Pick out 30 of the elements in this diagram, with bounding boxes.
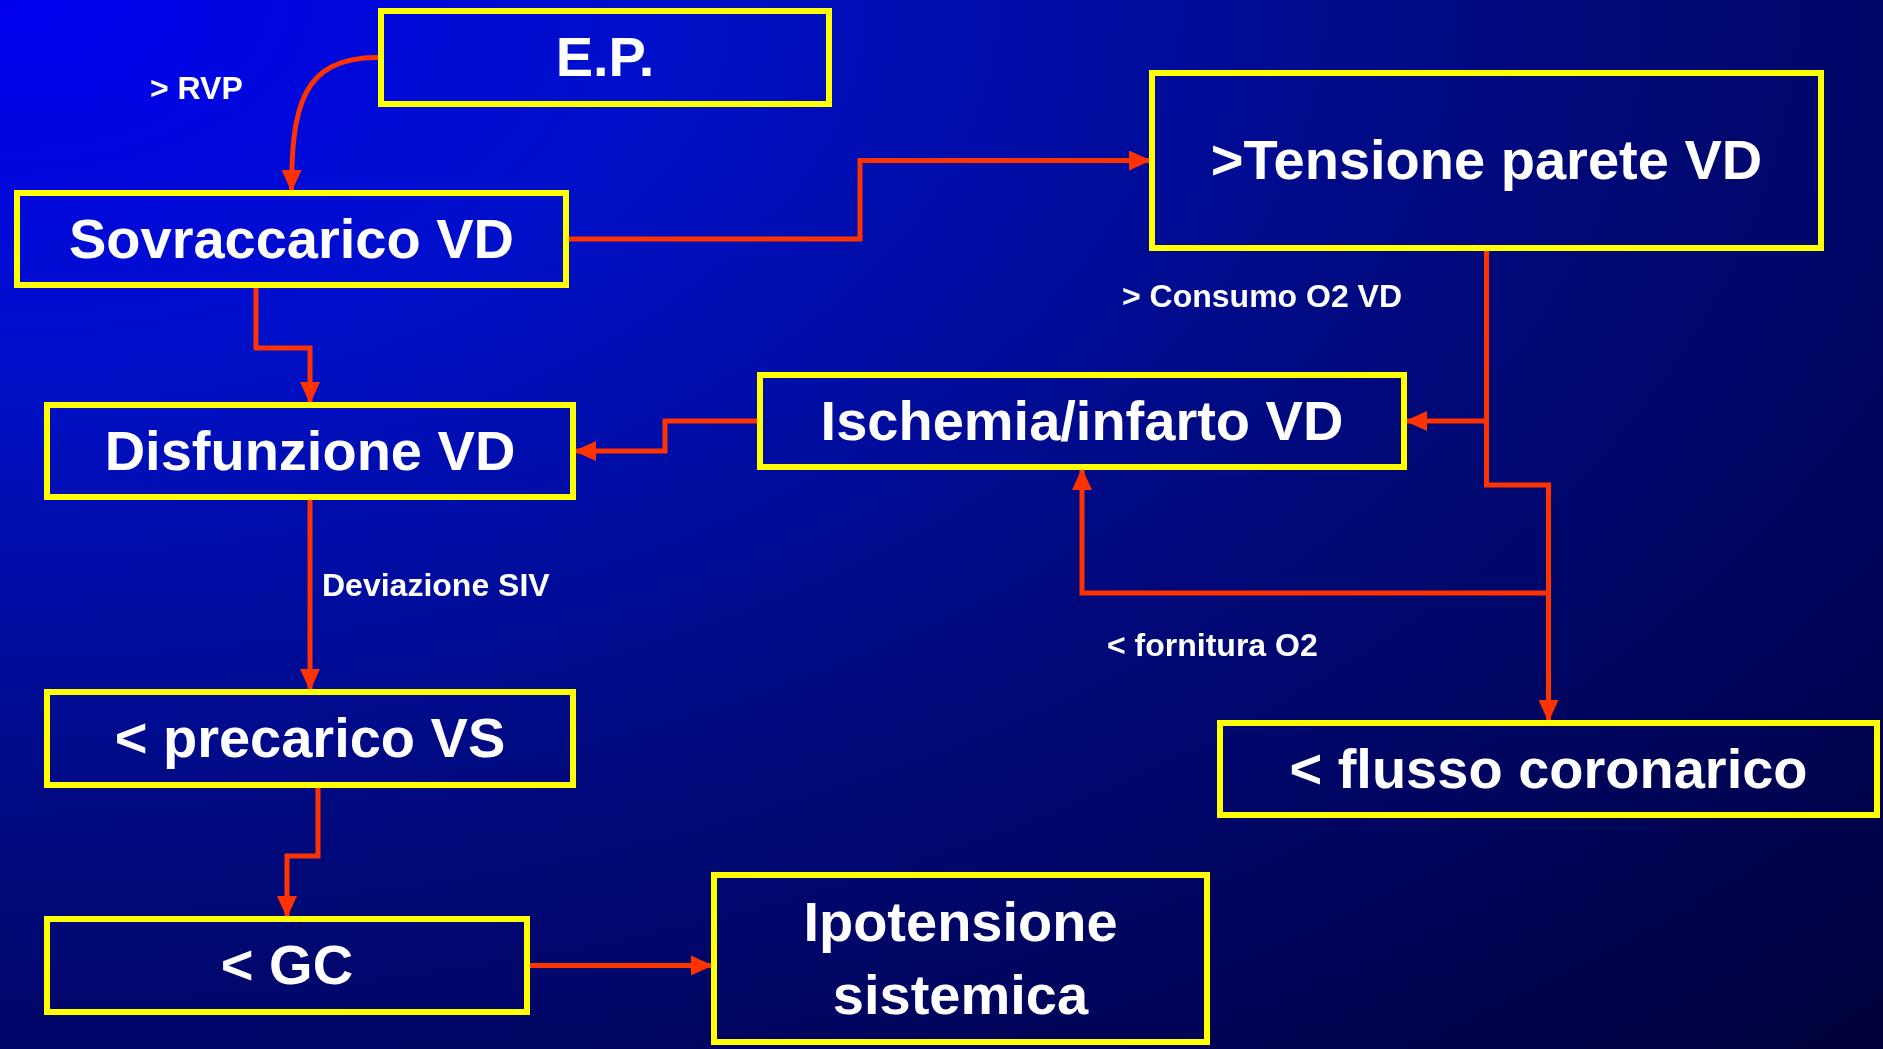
box-label: Disfunzione VD <box>104 417 516 484</box>
arrow <box>253 288 320 404</box>
process-box <box>1217 720 1880 818</box>
box-label: E.P. <box>555 24 655 91</box>
process-box <box>44 916 530 1015</box>
edge-label: > RVP <box>150 70 243 107</box>
process-box <box>44 689 576 788</box>
box-label: < GC <box>220 932 354 999</box>
edge-label: > Consumo O2 VD <box>1122 278 1403 315</box>
process-box <box>1149 70 1824 251</box>
box-label: < precarico VS <box>114 705 506 772</box>
box-label: Sovraccarico VD <box>68 205 515 272</box>
process-box <box>44 402 576 500</box>
arrow <box>300 500 320 691</box>
box-label: Ipotensione sistemica <box>802 888 1119 1028</box>
box-label: < flusso coronarico <box>1289 735 1808 802</box>
process-box <box>757 372 1407 470</box>
process-box <box>14 190 569 288</box>
box-label: >Tensione parete VD <box>1210 127 1763 194</box>
arrow <box>277 788 321 918</box>
arrow <box>530 955 713 976</box>
edge-label: < fornitura O2 <box>1107 627 1318 664</box>
arrow <box>1072 468 1551 720</box>
arrow <box>569 150 1151 242</box>
process-box <box>711 872 1210 1045</box>
box-label: Ischemia/infarto VD <box>820 387 1344 454</box>
process-box <box>378 8 832 107</box>
edge-label: Deviazione SIV <box>322 567 550 604</box>
arrow <box>574 418 757 461</box>
arrow <box>281 55 379 192</box>
